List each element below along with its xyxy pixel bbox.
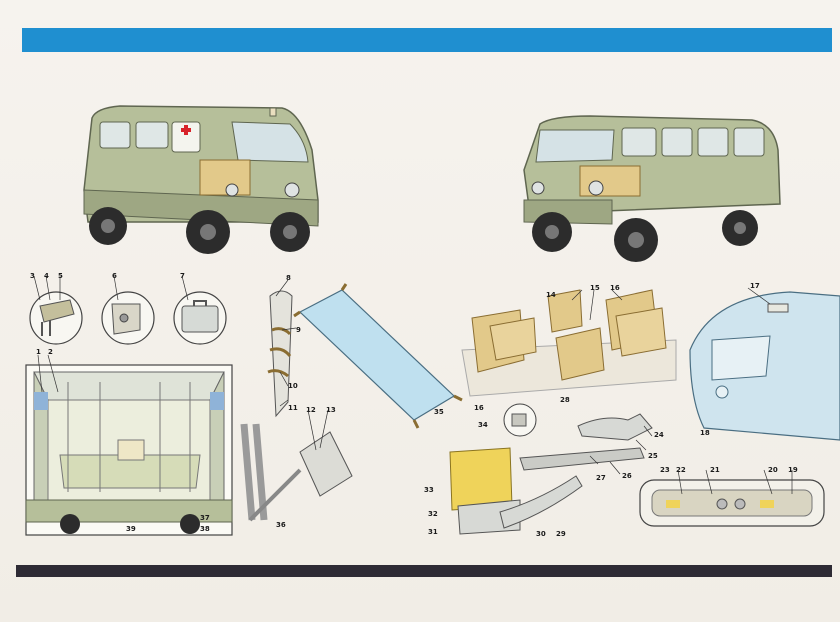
callout-29: 29 (556, 530, 566, 538)
callout-16b: 16 (610, 284, 620, 292)
callout-31: 31 (428, 528, 438, 536)
callout-11: 11 (288, 404, 298, 412)
callout-34: 34 (478, 421, 488, 429)
seats-group (461, 289, 677, 437)
callout-7: 7 (180, 272, 185, 280)
callout-24: 24 (654, 431, 664, 439)
dashboard-strip (639, 479, 825, 527)
callout-8: 8 (286, 274, 291, 282)
callout-17: 17 (750, 282, 760, 290)
callout-23: 23 (660, 466, 670, 474)
lock-mechanism (449, 413, 653, 535)
callout-labels: 1 2 3 4 5 6 7 8 9 10 11 12 13 14 15 16 1… (30, 272, 798, 538)
header-band (22, 28, 832, 52)
callout-30: 30 (536, 530, 546, 538)
footer-band (16, 565, 832, 577)
callout-32: 32 (428, 510, 438, 518)
callout-13: 13 (326, 406, 336, 414)
callout-6: 6 (112, 272, 117, 280)
callout-35: 35 (434, 408, 444, 416)
callout-36: 36 (276, 521, 286, 529)
callout-22: 22 (676, 466, 686, 474)
callout-20: 20 (768, 466, 778, 474)
callout-9: 9 (296, 326, 301, 334)
callout-37: 37 (200, 514, 210, 522)
callout-1: 1 (36, 348, 41, 356)
callout-38: 38 (200, 525, 210, 533)
callout-15: 15 (590, 284, 600, 292)
callout-25: 25 (648, 452, 658, 460)
leader-lines (33, 275, 793, 495)
callout-2: 2 (48, 348, 53, 356)
callout-39: 39 (126, 525, 136, 533)
callout-4: 4 (44, 272, 49, 280)
callout-10: 10 (288, 382, 298, 390)
callout-18: 18 (700, 429, 710, 437)
callout-21: 21 (710, 466, 720, 474)
callout-14: 14 (546, 291, 556, 299)
stretcher-assembly (240, 283, 463, 522)
callout-27: 27 (596, 474, 606, 482)
callout-28: 28 (560, 396, 570, 404)
callout-26: 26 (622, 472, 632, 480)
callout-19: 19 (788, 466, 798, 474)
callout-3: 3 (30, 272, 35, 280)
callout-16a: 16 (474, 404, 484, 412)
detail-bracket-icons (29, 291, 227, 345)
callout-33: 33 (424, 486, 434, 494)
cab-front-outline (689, 291, 840, 441)
ambulance-van (83, 105, 319, 254)
callout-12: 12 (306, 406, 316, 414)
callout-5: 5 (58, 272, 63, 280)
interior-rear-view (25, 364, 233, 536)
passenger-van (523, 115, 781, 262)
